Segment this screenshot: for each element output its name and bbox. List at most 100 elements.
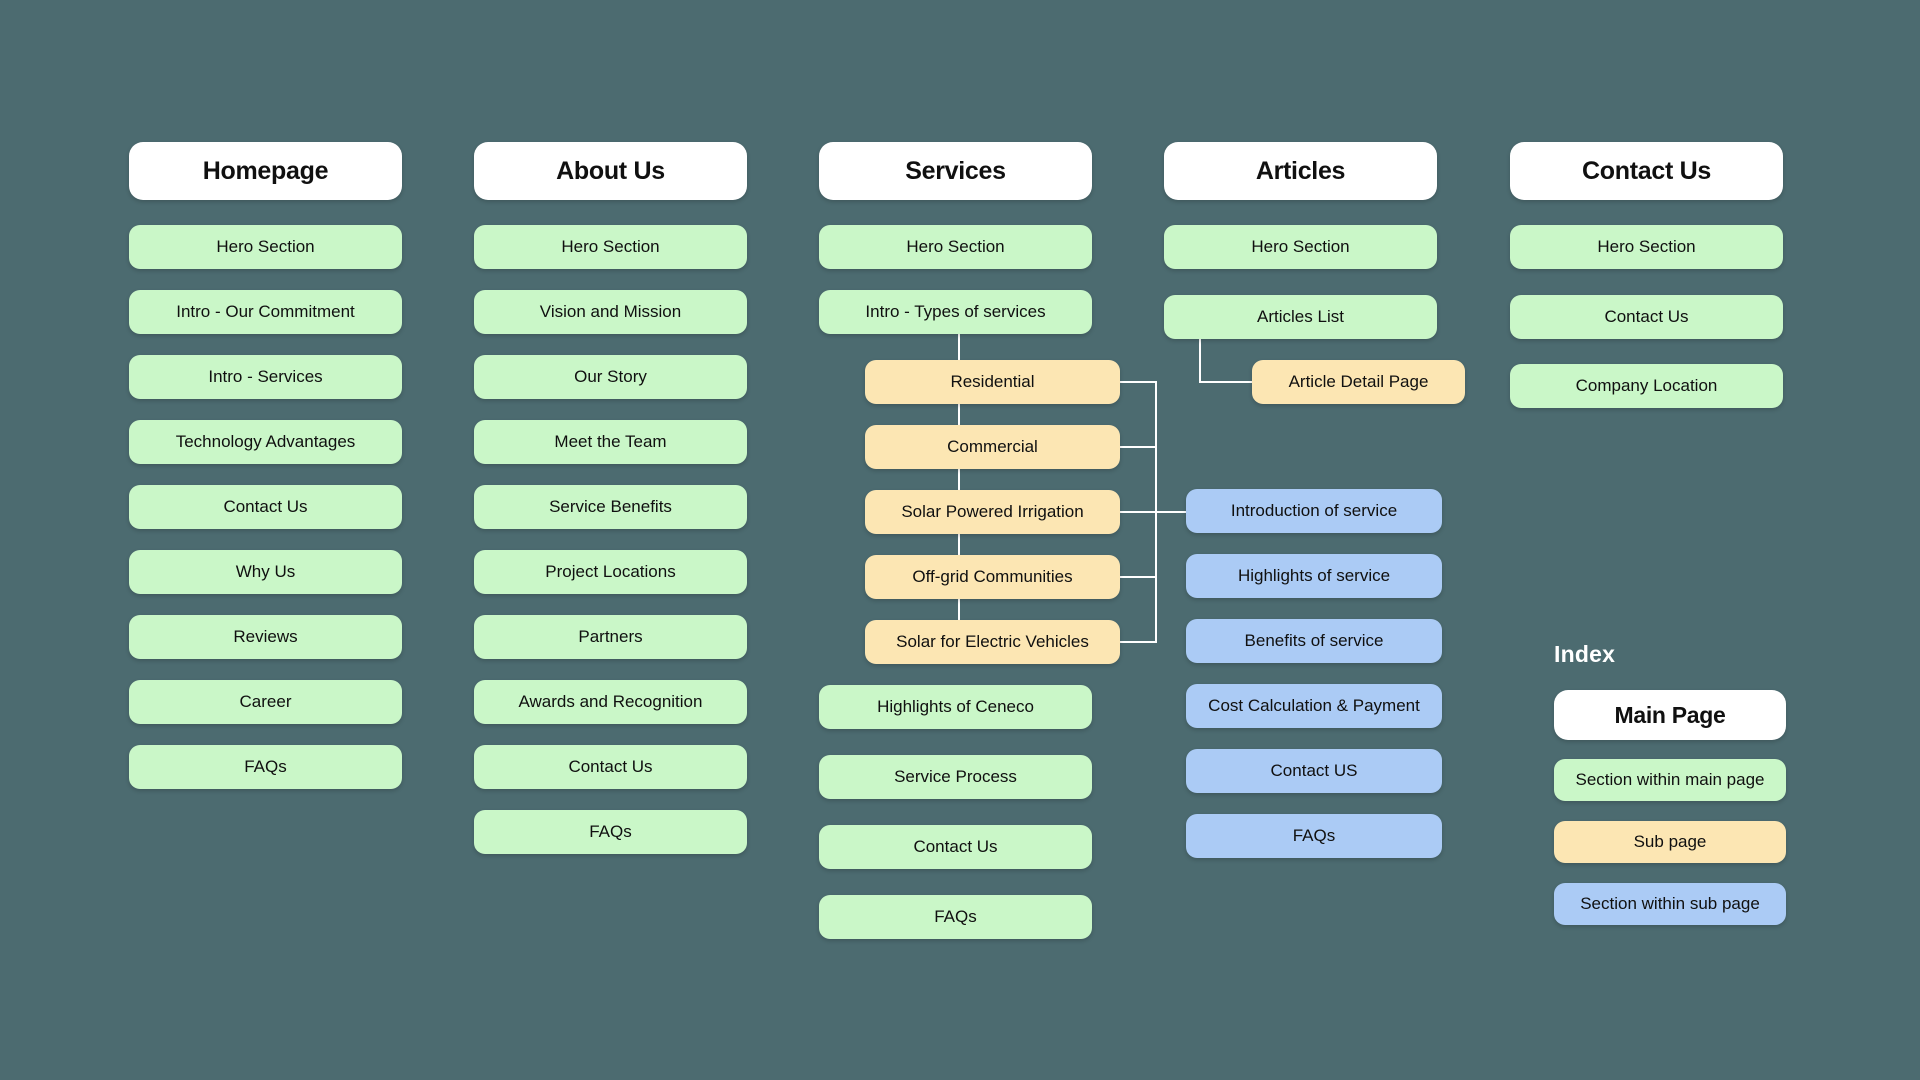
section-card-homepage-why-us[interactable]: Why Us <box>129 550 402 594</box>
subsection-card-introduction-of-service[interactable]: Introduction of service <box>1186 489 1442 533</box>
section-card-contact-us-company-location[interactable]: Company Location <box>1510 364 1783 408</box>
legend-item-section-within-main-page: Section within main page <box>1554 759 1786 801</box>
subsection-card-contact-us[interactable]: Contact US <box>1186 749 1442 793</box>
page-title-homepage: Homepage <box>202 156 329 185</box>
node-label: Intro - Our Commitment <box>176 302 355 322</box>
page-title-about-us: About Us <box>556 156 665 185</box>
node-label: Service Benefits <box>549 497 672 517</box>
node-label: Cost Calculation & Payment <box>1208 696 1420 716</box>
node-label: Hero Section <box>1597 237 1696 257</box>
section-card-about-us-our-story[interactable]: Our Story <box>474 355 747 399</box>
node-label: Vision and Mission <box>539 302 682 322</box>
connector-solar-for-electric-vehicles-stub <box>1118 641 1156 643</box>
node-label: Meet the Team <box>554 432 667 452</box>
node-label: Service Process <box>894 767 1017 787</box>
legend-label: Main Page <box>1614 701 1726 728</box>
section-card-about-us-service-benefits[interactable]: Service Benefits <box>474 485 747 529</box>
node-label: Articles List <box>1257 307 1344 327</box>
section-card-homepage-hero-section[interactable]: Hero Section <box>129 225 402 269</box>
node-label: Article Detail Page <box>1288 372 1429 392</box>
section-card-about-us-awards-and-recognition[interactable]: Awards and Recognition <box>474 680 747 724</box>
section-card-homepage-intro-services[interactable]: Intro - Services <box>129 355 402 399</box>
node-label: FAQs <box>244 757 287 777</box>
section-card-articles-hero-section[interactable]: Hero Section <box>1164 225 1437 269</box>
node-label: Contact Us <box>913 837 998 857</box>
section-card-about-us-project-locations[interactable]: Project Locations <box>474 550 747 594</box>
connector-articles-list-drop <box>1199 339 1201 382</box>
connector-off-grid-communities-stub <box>1118 576 1156 578</box>
node-label: Project Locations <box>545 562 676 582</box>
section-card-services-hero-section[interactable]: Hero Section <box>819 225 1092 269</box>
subpage-card-services-residential[interactable]: Residential <box>865 360 1120 404</box>
section-card-homepage-faqs[interactable]: FAQs <box>129 745 402 789</box>
node-label: Partners <box>578 627 643 647</box>
node-label: Technology Advantages <box>175 432 356 452</box>
page-card-services[interactable]: Services <box>819 142 1092 200</box>
section-card-about-us-contact-us[interactable]: Contact Us <box>474 745 747 789</box>
node-label: Intro - Services <box>208 367 323 387</box>
subsection-card-benefits-of-service[interactable]: Benefits of service <box>1186 619 1442 663</box>
node-label: Solar Powered Irrigation <box>901 502 1084 522</box>
section-card-contact-us-contact-us[interactable]: Contact Us <box>1510 295 1783 339</box>
section-card-homepage-technology-advantages[interactable]: Technology Advantages <box>129 420 402 464</box>
connector-bus-to-introduction-of-service <box>1155 511 1188 513</box>
node-label: Intro - Types of services <box>865 302 1046 322</box>
section-card-about-us-vision-and-mission[interactable]: Vision and Mission <box>474 290 747 334</box>
subsection-card-highlights-of-service[interactable]: Highlights of service <box>1186 554 1442 598</box>
legend-label: Section within sub page <box>1580 894 1760 914</box>
connector-residential-stub <box>1118 381 1156 383</box>
node-label: Contact Us <box>568 757 653 777</box>
node-label: FAQs <box>589 822 632 842</box>
connector-solar-powered-irrigation-stub <box>1118 511 1156 513</box>
page-card-contact-us[interactable]: Contact Us <box>1510 142 1783 200</box>
section-card-services-highlights-of-ceneco[interactable]: Highlights of Ceneco <box>819 685 1092 729</box>
node-label: Reviews <box>233 627 298 647</box>
page-card-about-us[interactable]: About Us <box>474 142 747 200</box>
node-label: Our Story <box>574 367 647 387</box>
node-label: Why Us <box>235 562 296 582</box>
section-card-services-intro-types-of-services[interactable]: Intro - Types of services <box>819 290 1092 334</box>
node-label: Company Location <box>1575 376 1718 396</box>
page-card-homepage[interactable]: Homepage <box>129 142 402 200</box>
section-card-about-us-meet-the-team[interactable]: Meet the Team <box>474 420 747 464</box>
node-label: FAQs <box>934 907 977 927</box>
node-label: FAQs <box>1292 826 1336 846</box>
section-card-homepage-intro-our-commitment[interactable]: Intro - Our Commitment <box>129 290 402 334</box>
page-title-articles: Articles <box>1255 156 1346 185</box>
legend-label: Sub page <box>1633 832 1707 852</box>
subpage-card-services-off-grid-communities[interactable]: Off-grid Communities <box>865 555 1120 599</box>
node-label: Awards and Recognition <box>518 692 703 712</box>
section-card-services-faqs[interactable]: FAQs <box>819 895 1092 939</box>
section-card-about-us-faqs[interactable]: FAQs <box>474 810 747 854</box>
subsection-card-faqs[interactable]: FAQs <box>1186 814 1442 858</box>
node-label: Off-grid Communities <box>912 567 1073 587</box>
page-card-articles[interactable]: Articles <box>1164 142 1437 200</box>
subpage-card-articles-article-detail-page[interactable]: Article Detail Page <box>1252 360 1465 404</box>
node-label: Introduction of service <box>1230 501 1398 521</box>
section-card-about-us-partners[interactable]: Partners <box>474 615 747 659</box>
subpage-card-services-solar-powered-irrigation[interactable]: Solar Powered Irrigation <box>865 490 1120 534</box>
node-label: Contact US <box>1270 761 1358 781</box>
section-card-contact-us-hero-section[interactable]: Hero Section <box>1510 225 1783 269</box>
node-label: Contact Us <box>223 497 308 517</box>
connector-commercial-stub <box>1118 446 1156 448</box>
node-label: Contact Us <box>1604 307 1689 327</box>
legend-title: Index <box>1554 641 1616 667</box>
section-card-articles-articles-list[interactable]: Articles List <box>1164 295 1437 339</box>
subpage-card-services-commercial[interactable]: Commercial <box>865 425 1120 469</box>
section-card-about-us-hero-section[interactable]: Hero Section <box>474 225 747 269</box>
legend-item-main-page: Main Page <box>1554 690 1786 740</box>
section-card-services-service-process[interactable]: Service Process <box>819 755 1092 799</box>
legend-item-section-within-sub-page: Section within sub page <box>1554 883 1786 925</box>
section-card-homepage-reviews[interactable]: Reviews <box>129 615 402 659</box>
legend-label: Section within main page <box>1575 770 1765 790</box>
legend-item-sub-page: Sub page <box>1554 821 1786 863</box>
subsection-card-cost-calculation-and-payment[interactable]: Cost Calculation & Payment <box>1186 684 1442 728</box>
subpage-card-services-solar-for-electric-vehicles[interactable]: Solar for Electric Vehicles <box>865 620 1120 664</box>
node-label: Hero Section <box>561 237 660 257</box>
section-card-homepage-career[interactable]: Career <box>129 680 402 724</box>
section-card-services-contact-us[interactable]: Contact Us <box>819 825 1092 869</box>
node-label: Residential <box>950 372 1035 392</box>
section-card-homepage-contact-us[interactable]: Contact Us <box>129 485 402 529</box>
